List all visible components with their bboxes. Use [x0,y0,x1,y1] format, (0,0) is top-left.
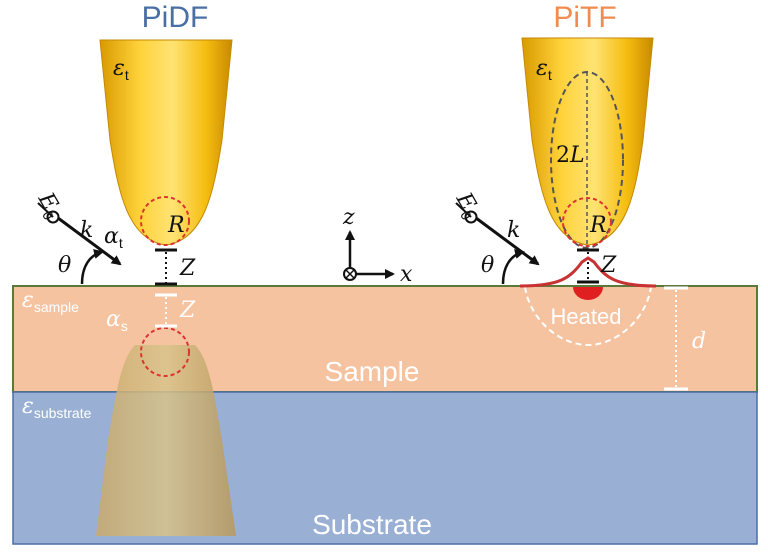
R-right: R [589,213,607,238]
Z-right: Z [600,253,617,278]
k-right: k [507,218,520,243]
tip-right-radius-circle [562,197,612,247]
substrate-label: Substrate [312,509,432,540]
axis-y-cross-b [345,269,355,279]
heated-surface-bump [519,256,657,288]
axis-x-label: x [400,262,413,287]
R-left: R [167,213,185,238]
heated-label: Heated [551,304,622,329]
E0-right: E0 [449,188,485,223]
image-tip-apex-circle [140,327,190,377]
alpha-tip: αt [104,224,123,251]
tip-left-radius-circle [140,196,190,246]
image-tip [96,345,236,536]
E0-left: E0 [31,188,67,223]
Z-sample: Z [179,298,196,323]
theta-right: θ [481,253,494,278]
title-pitf: PiTF [553,1,616,34]
sample-label: Sample [325,356,420,387]
incident-left-E-stroke [37,202,54,218]
length-2L: 2L [556,143,585,168]
axis-z-label: z [342,205,355,230]
eps-tip-left: εt [113,56,129,83]
heated-region-boundary [524,286,652,347]
eps-tip-right: εt [536,56,552,83]
incident-left-arrow [57,216,122,266]
angle-left-arc [80,249,104,285]
angle-right-arc [501,249,525,285]
heated-spot [573,287,603,300]
incident-right-E-stroke [455,202,472,218]
Z-left: Z [179,256,196,281]
eps-sample: εsample [22,288,79,315]
eps-substrate: εsubstrate [22,394,92,421]
theta-left: θ [58,253,71,278]
k-left: k [80,218,93,243]
thickness-d: d [692,329,706,354]
title-pidf: PiDF [142,1,209,34]
alpha-sample: αs [106,307,128,334]
incident-right-arrow [475,216,540,266]
